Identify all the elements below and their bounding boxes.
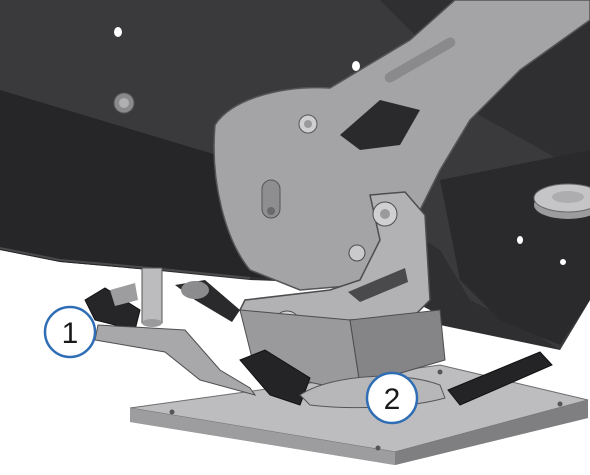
callout-2: 2 — [365, 371, 419, 425]
left-foot-pad — [84, 283, 257, 396]
gray-side-plate — [213, 0, 590, 291]
rubber-pads — [239, 349, 553, 406]
callout-1: 1 — [43, 305, 97, 359]
callout-2-label: 2 — [384, 383, 401, 416]
callout-1-label: 1 — [62, 317, 79, 350]
spring-link — [175, 280, 240, 322]
vertical-post — [141, 267, 163, 327]
round-pad — [533, 183, 590, 219]
